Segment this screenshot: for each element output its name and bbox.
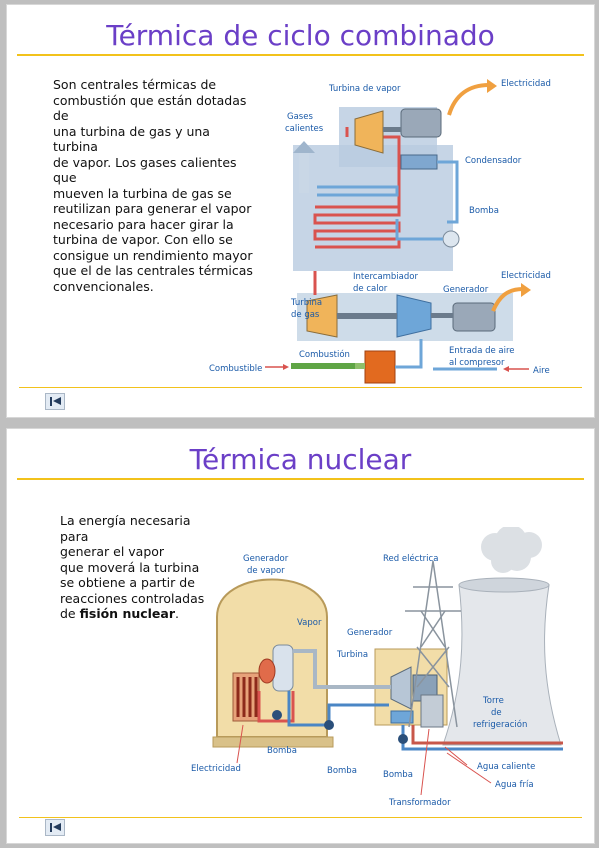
body-line: consigue un rendimiento mayor [53,247,253,263]
label-pump: Bomba [469,206,499,216]
body-line: una turbina de gas y una turbina [53,123,210,155]
steam-generator [272,644,294,692]
label-cooling-tower: de [491,708,502,718]
body-line: reacciones controladas [60,590,205,606]
label-generator: Generador [443,285,489,295]
label-leader-lines [236,724,492,796]
body-line: La energía necesaria para [60,513,191,544]
body-line: convencionales. [53,278,154,294]
label-pump: Bomba [383,770,413,780]
label-generator: Generador [347,628,393,638]
slide-title: Térmica nuclear [189,443,412,476]
label-hot-gases: Gases [287,112,313,122]
nuclear-plant-diagram: Generador de vapor Red eléctrica Vapor G… [191,527,563,808]
body-line: de fisión nuclear. [60,606,220,622]
label-air-intake: al compresor [449,358,505,368]
transformer [420,694,444,728]
label-heat-exchanger: de calor [353,284,388,294]
first-slide-triangle [53,823,61,831]
first-slide-icon [50,397,52,406]
title-rule [17,54,584,56]
slide-title: Térmica de ciclo combinado [106,19,495,52]
slide-body-text: Son centrales térmicas de combustión que… [53,77,253,294]
first-slide-button[interactable] [45,393,65,410]
pump-icon [324,720,334,730]
label-gas-turbine: Turbina [290,298,322,308]
steam-cloud-icon [481,527,542,573]
body-line: turbina de vapor. Con ello se [53,232,233,247]
label-steam-generator: de vapor [247,566,285,576]
label-condenser: Condensador [465,156,522,166]
label-steam-generator: Generador [243,554,289,564]
first-slide-button[interactable] [45,819,65,836]
label-air: Aire [533,366,550,376]
electricity-arrow-bottom-icon [491,287,524,312]
body-line: se obtiene a partir de [60,575,195,590]
body-text: . [175,606,179,621]
combustion-chamber [364,350,396,384]
title-rule [17,478,584,480]
body-line: de vapor. Los gases calientes que [53,154,237,186]
electricity-arrow-top-icon [447,83,490,116]
hot-water-pipe [411,725,563,745]
fuel-pipe [291,363,355,369]
power-tower [405,560,461,728]
label-power-grid: Red eléctrica [383,553,438,564]
label-pump: Bomba [267,746,297,756]
label-combustion: Combustión [299,349,350,360]
label-heat-exchanger: Intercambiador [353,272,418,282]
pump-icon [272,710,282,720]
slide-nuclear: Térmica nuclear La energía necesaria par… [6,428,595,844]
body-text: de [60,606,80,621]
label-hot-water: Agua caliente [477,762,535,772]
body-line: que el de las centrales térmicas [53,263,253,278]
compressor [396,294,432,338]
label-electricity-bottom: Electricidad [501,271,551,281]
first-slide-triangle [53,397,61,405]
footer-rule [19,387,582,388]
body-line: que moverá la turbina [60,559,200,575]
hot-gas-chimney [299,153,309,193]
label-cooling-tower: Torre [482,696,504,706]
label-gas-turbine: de gas [291,310,320,320]
label-pump: Bomba [327,766,357,776]
label-cooling-tower: refrigeración [473,719,527,730]
slide-combined-cycle: Térmica de ciclo combinado Son centrales… [6,4,595,418]
pump-icon [442,230,460,248]
label-electricity: Electricidad [191,764,241,774]
label-electricity-top: Electricidad [501,79,551,89]
exchanger-coil-blue [317,185,399,197]
body-line: mueven la turbina de gas se [53,185,232,201]
body-line: generar el vapor [60,544,165,559]
steam-pipe [293,649,391,689]
label-transformer: Transformador [388,798,451,808]
body-line: necesario para hacer girar la [53,216,234,232]
body-bold-text: fisión nuclear [79,606,176,621]
label-air-intake: Entrada de aire [449,346,515,356]
slide-body-text: La energía necesaria para generar el vap… [60,513,220,622]
gas-generator [452,302,496,332]
label-fuel: Combustible [209,364,262,374]
footer-rule [19,817,582,818]
label-cold-water: Agua fría [495,780,534,790]
first-slide-icon [50,823,52,832]
condenser [400,154,438,170]
label-turbine: Turbina [336,650,368,660]
steam-turbine [354,110,384,154]
pump-icon [398,734,408,744]
label-hot-gases: calientes [285,124,324,134]
hot-gas-arrow-icon [293,141,315,153]
label-steam: Vapor [297,618,322,628]
gas-turbine [306,294,338,338]
cold-water-pipe [401,725,563,751]
pressurizer [258,658,276,684]
condenser [390,710,414,724]
combined-cycle-diagram: Turbina de vapor Electricidad Gases cali… [209,79,551,384]
steam-generator [400,108,442,138]
body-line: Son centrales térmicas de [53,77,217,92]
body-line: reutilizan para generar el vapor [53,201,252,216]
label-steam-turbine: Turbina de vapor [328,84,401,94]
body-line: combustión que están dotadas de [53,92,247,124]
